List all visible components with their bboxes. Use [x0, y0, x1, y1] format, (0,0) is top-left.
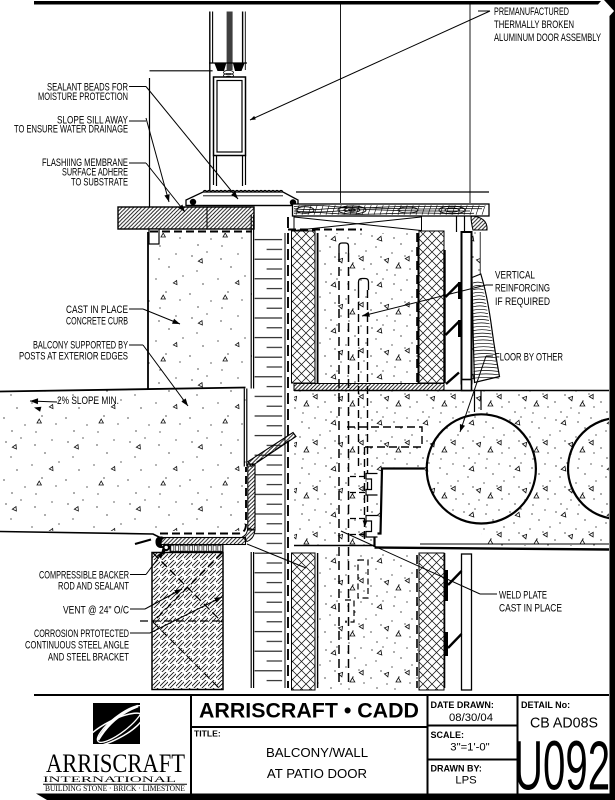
svg-text:U092: U092	[514, 727, 610, 800]
svg-text:CORROSION PRTOTECTED: CORROSION PRTOTECTED	[34, 628, 129, 640]
svg-text:COMPRESSIBLE BACKER: COMPRESSIBLE BACKER	[39, 569, 129, 581]
svg-text:DRAWN BY:: DRAWN BY:	[431, 764, 482, 774]
svg-text:AT PATIO DOOR: AT PATIO DOOR	[267, 766, 367, 781]
svg-text:POSTS AT EXTERIOR EDGES: POSTS AT EXTERIOR EDGES	[19, 350, 128, 362]
svg-text:CAST IN PLACE: CAST IN PLACE	[66, 304, 128, 316]
svg-text:REINFORCING: REINFORCING	[495, 283, 550, 295]
svg-text:FLOOR BY OTHER: FLOOR BY OTHER	[495, 352, 563, 364]
svg-text:ROD AND SEALANT: ROD AND SEALANT	[58, 581, 129, 593]
svg-text:DATE DRAWN:: DATE DRAWN:	[431, 700, 494, 710]
svg-text:ARRISCRAFT • CADD: ARRISCRAFT • CADD	[199, 700, 419, 723]
svg-text:SLOPE SILL AWAY: SLOPE SILL AWAY	[57, 114, 128, 126]
svg-text:TITLE:: TITLE:	[194, 729, 221, 739]
svg-text:IF REQUIRED: IF REQUIRED	[495, 296, 550, 308]
svg-text:AND STEEL BRACKET: AND STEEL BRACKET	[48, 651, 129, 663]
svg-text:SCALE:: SCALE:	[431, 730, 465, 740]
svg-text:MOISTURE PROTECTION: MOISTURE PROTECTION	[38, 91, 128, 103]
svg-text:BALCONY/WALL: BALCONY/WALL	[266, 745, 368, 760]
svg-text:SURFACE ADHERE: SURFACE ADHERE	[62, 167, 128, 179]
svg-text:BUILDING STONE · BRICK · LIMES: BUILDING STONE · BRICK · LIMESTONE	[45, 783, 185, 793]
svg-text:PREMANUFACTURED: PREMANUFACTURED	[494, 6, 569, 18]
svg-text:BALCONY SUPPORTED BY: BALCONY SUPPORTED BY	[33, 340, 128, 352]
svg-text:3"=1'-0": 3"=1'-0"	[450, 742, 489, 754]
svg-text:ALUMINUM DOOR ASSEMBLY: ALUMINUM DOOR ASSEMBLY	[494, 32, 601, 44]
svg-text:VENT @ 24" O/C: VENT @ 24" O/C	[63, 605, 129, 617]
svg-text:VERTICAL: VERTICAL	[495, 270, 535, 282]
svg-text:CONCRETE CURB: CONCRETE CURB	[66, 315, 128, 327]
svg-text:INTERNATIONAL: INTERNATIONAL	[43, 775, 176, 784]
svg-text:DETAIL No:: DETAIL No:	[521, 700, 570, 710]
svg-text:TO ENSURE WATER DRAINAGE: TO ENSURE WATER DRAINAGE	[14, 123, 128, 135]
svg-text:LPS: LPS	[455, 775, 477, 787]
svg-text:CAST IN PLACE: CAST IN PLACE	[499, 603, 562, 615]
svg-text:TO SUBSTRATE: TO SUBSTRATE	[71, 176, 128, 188]
svg-text:ARRISCRAFT: ARRISCRAFT	[46, 748, 185, 778]
svg-text:THERMALLY BROKEN: THERMALLY BROKEN	[494, 19, 574, 31]
svg-text:08/30/04: 08/30/04	[449, 712, 493, 724]
svg-text:FLASHIING MEMBRANE: FLASHIING MEMBRANE	[42, 157, 128, 169]
svg-text:CONTINUOUS STEEL ANGLE: CONTINUOUS STEEL ANGLE	[25, 640, 129, 652]
svg-text:CB AD08S: CB AD08S	[530, 716, 598, 732]
svg-text:2% SLOPE MIN.: 2% SLOPE MIN.	[57, 395, 119, 407]
svg-text:WELD PLATE: WELD PLATE	[499, 590, 547, 602]
svg-text:SEALANT BEADS FOR: SEALANT BEADS FOR	[47, 82, 128, 94]
